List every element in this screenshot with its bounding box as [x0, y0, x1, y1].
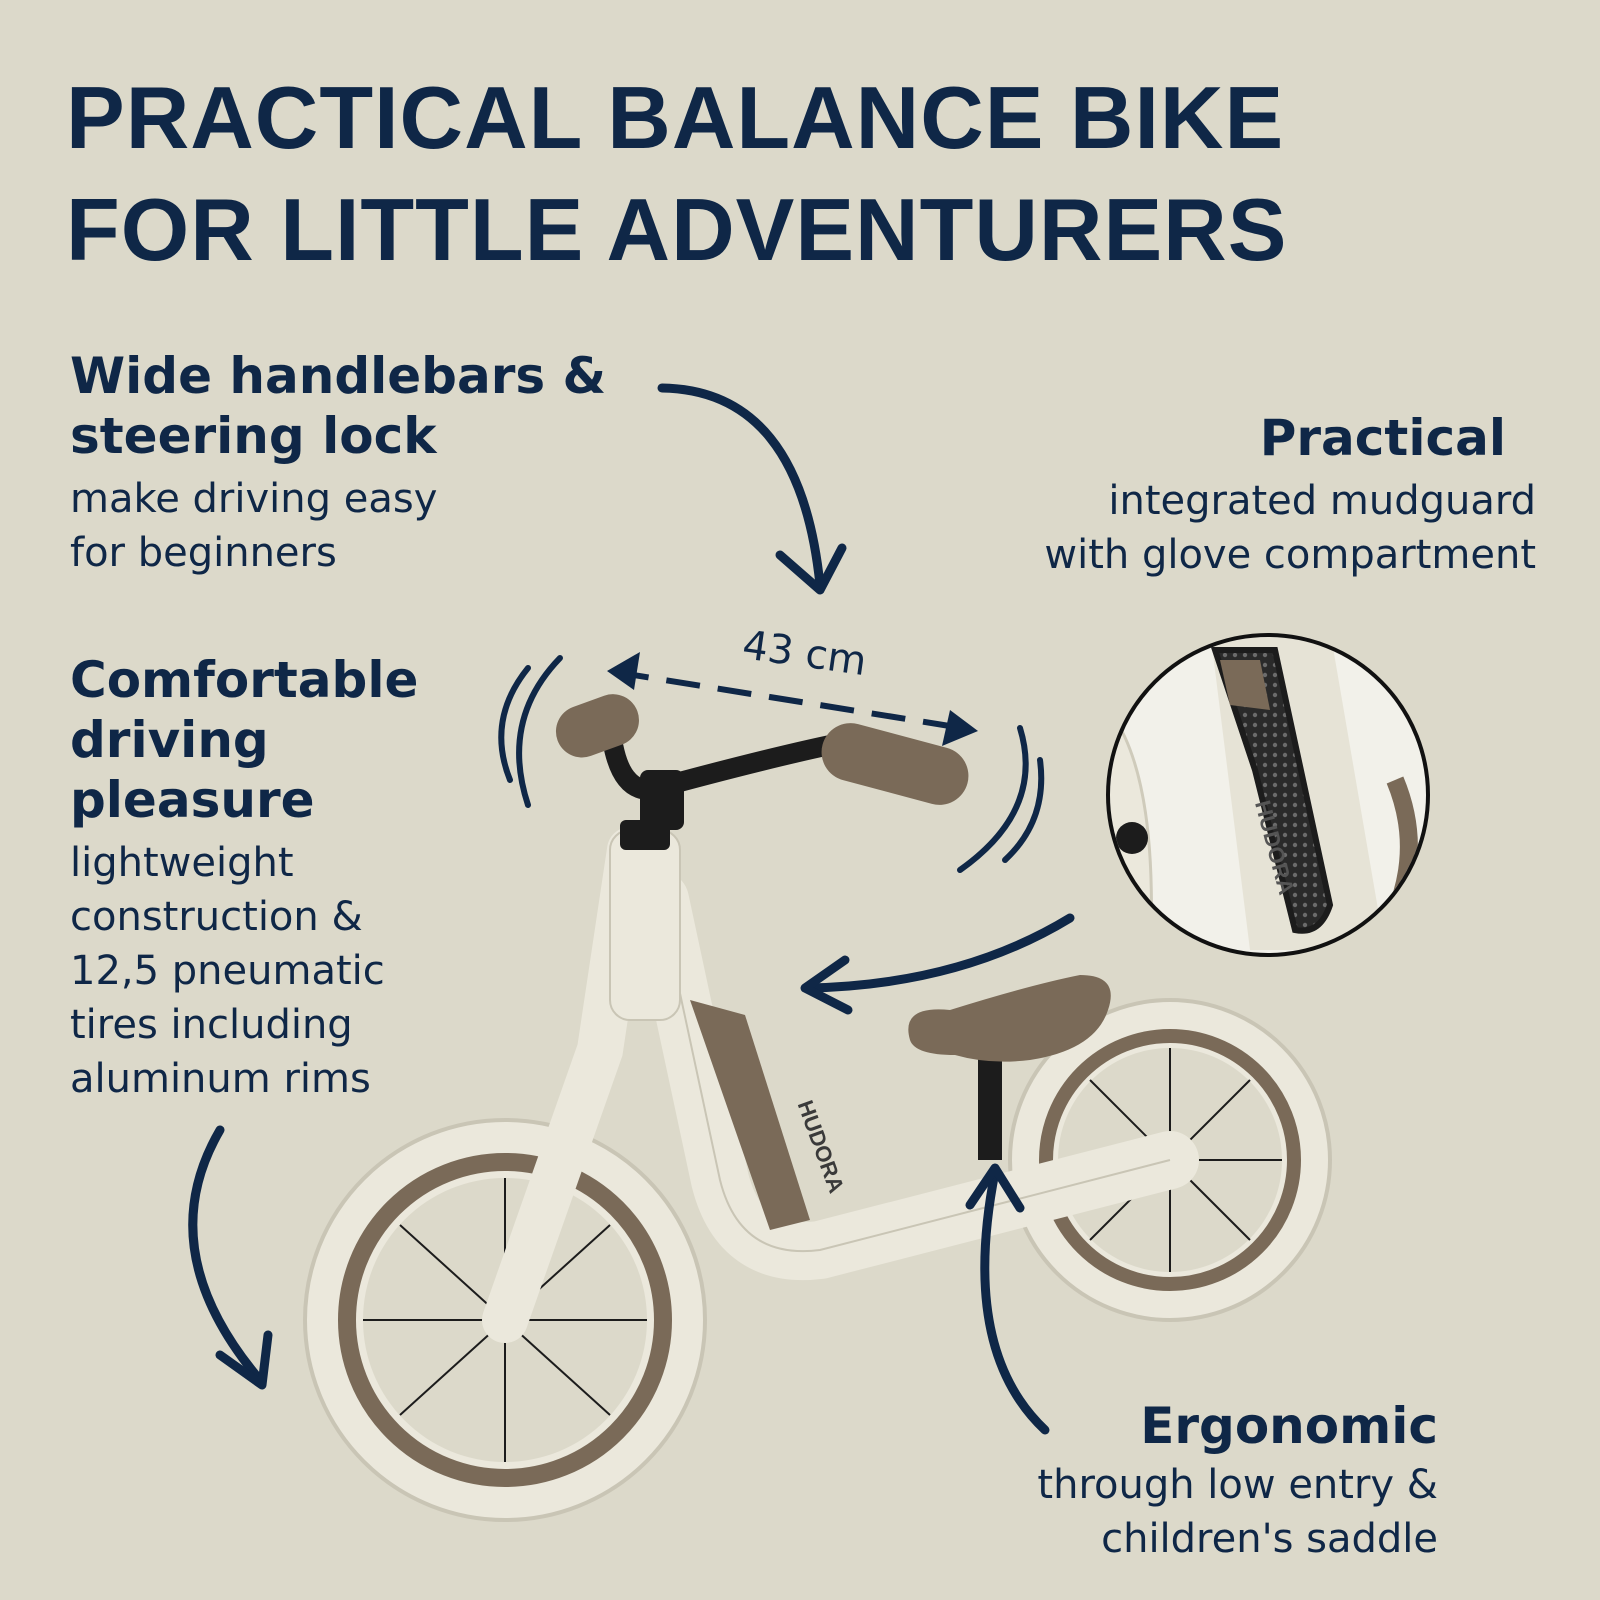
feature-desc-line: tires including: [70, 1002, 353, 1048]
page-title: PRACTICAL BALANCE BIKE FOR LITTLE ADVENT…: [66, 62, 1287, 286]
curved-arrow-icon: [657, 383, 847, 595]
feature-description: integrated mudguard with glove compartme…: [1044, 474, 1536, 582]
feature-title-line: steering lock: [70, 407, 437, 465]
double-headed-arrow-icon: [607, 652, 978, 746]
feature-ergonomic: Ergonomic through low entry & children's…: [1037, 1396, 1438, 1566]
feature-desc-line: construction &: [70, 894, 363, 940]
curved-arrow-icon: [965, 1163, 1050, 1435]
curved-arrow-icon: [188, 1125, 273, 1390]
feature-title: Practical: [1044, 408, 1506, 468]
feature-desc-line: aluminum rims: [70, 1056, 371, 1102]
handlebar-width-label: 43 cm: [740, 622, 870, 685]
motion-lines-icon: [498, 655, 1045, 873]
curved-arrow-icon: [800, 913, 1075, 1015]
bike-saddle: [908, 975, 1111, 1160]
feature-desc-line: for beginners: [70, 530, 337, 576]
feature-title: Wide handlebars & steering lock: [70, 346, 606, 466]
bike-frame: HUDORA: [482, 820, 1199, 1343]
feature-title-line: Ergonomic: [1140, 1397, 1438, 1455]
feature-practical: Practical integrated mudguard with glove…: [1044, 408, 1536, 582]
feature-desc-line: lightweight: [70, 840, 294, 886]
feature-desc-line: through low entry &: [1037, 1462, 1438, 1508]
feature-desc-line: integrated mudguard: [1108, 478, 1536, 524]
feature-handlebars: Wide handlebars & steering lock make dri…: [70, 346, 606, 580]
feature-title: Ergonomic: [1037, 1396, 1438, 1456]
feature-desc-line: 12,5 pneumatic: [70, 948, 385, 994]
feature-title-line: pleasure: [70, 771, 315, 829]
feature-description: make driving easy for beginners: [70, 472, 606, 580]
feature-description: lightweight construction & 12,5 pneumati…: [70, 836, 418, 1106]
feature-title-line: Wide handlebars &: [70, 347, 607, 405]
feature-desc-line: make driving easy: [70, 476, 438, 522]
feature-title-line: Practical: [1259, 409, 1506, 467]
feature-title-line: Comfortable: [70, 651, 419, 709]
title-line-2: FOR LITTLE ADVENTURERS: [66, 180, 1288, 279]
mudguard-zoom-detail: HUDORA: [1106, 633, 1430, 957]
frame-logo: HUDORA: [793, 1097, 850, 1196]
feature-title: Comfortable driving pleasure: [70, 650, 418, 830]
feature-desc-line: children's saddle: [1101, 1516, 1438, 1562]
bike-handlebar: [555, 694, 969, 830]
feature-description: through low entry & children's saddle: [1037, 1458, 1438, 1566]
feature-title-line: driving: [70, 711, 269, 769]
title-line-1: PRACTICAL BALANCE BIKE: [66, 68, 1285, 167]
feature-comfort: Comfortable driving pleasure lightweight…: [70, 650, 418, 1106]
feature-desc-line: with glove compartment: [1044, 532, 1536, 578]
